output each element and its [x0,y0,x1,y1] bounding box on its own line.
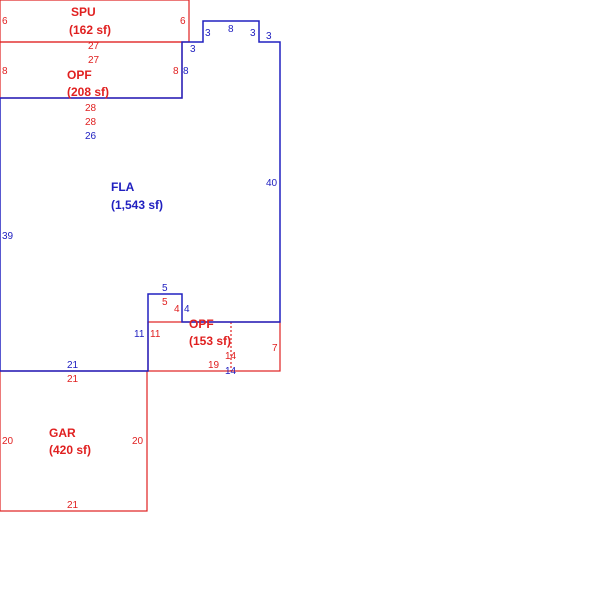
dim-step-left-b: 3 [190,44,196,55]
dim-spu-right: 6 [180,16,186,27]
dim-notch-right-red: 4 [174,304,180,315]
dim-opf2-bottom: 19 [208,360,220,371]
dim-notch-right-blue: 4 [184,304,190,315]
fla-name: FLA [111,180,135,194]
dim-opf-right: 8 [173,66,179,77]
dim-opf-right-blue: 8 [183,66,189,77]
opf-mid-size: (153 sf) [189,334,231,348]
opf-top-name: OPF [67,68,92,82]
dim-opf-bottom-b: 28 [85,117,97,128]
dim-spu-bottom-b: 27 [88,55,100,66]
dim-gar-bottom: 21 [67,500,79,511]
dim-fla-left: 39 [2,231,14,242]
spu-name: SPU [71,5,96,19]
dim-notch-top: 5 [162,283,168,294]
dim-spu-left: 6 [2,16,8,27]
dim-fla-top-left: 26 [85,131,97,142]
dim-gar-right: 20 [132,436,144,447]
opf-top-size: (208 sf) [67,85,109,99]
dim-gar-top: 21 [67,374,79,385]
dim-spu-bottom-a: 27 [88,41,100,52]
gar-size: (420 sf) [49,443,91,457]
dim-opf2-right: 7 [272,343,278,354]
fla-size: (1,543 sf) [111,198,163,212]
dim-opf-bottom-a: 28 [85,103,97,114]
aux-area-outlines [0,0,281,512]
dim-opf2-inner: 14 [225,351,237,362]
dim-opf-left: 8 [2,66,8,77]
dim-fla-bottom: 21 [67,360,79,371]
fla-outline [0,20,281,372]
opf-mid-name: OPF [189,317,214,331]
dim-gar-left: 20 [2,436,14,447]
dim-notch-left-red: 11 [150,329,161,340]
dim-fla-right: 40 [266,178,278,189]
dim-bay-top: 8 [228,24,234,35]
spu-size: (162 sf) [69,23,111,37]
gar-outline [0,370,148,512]
dim-step-left: 3 [205,28,211,39]
dim-step-right: 3 [250,28,256,39]
gar-name: GAR [49,426,76,440]
dim-step-right-b: 3 [266,31,272,42]
dim-notch-top-red: 5 [162,297,168,308]
dim-opf2-bottom-b: 14 [225,366,237,377]
dim-notch-left-blue: 11 [134,329,145,340]
